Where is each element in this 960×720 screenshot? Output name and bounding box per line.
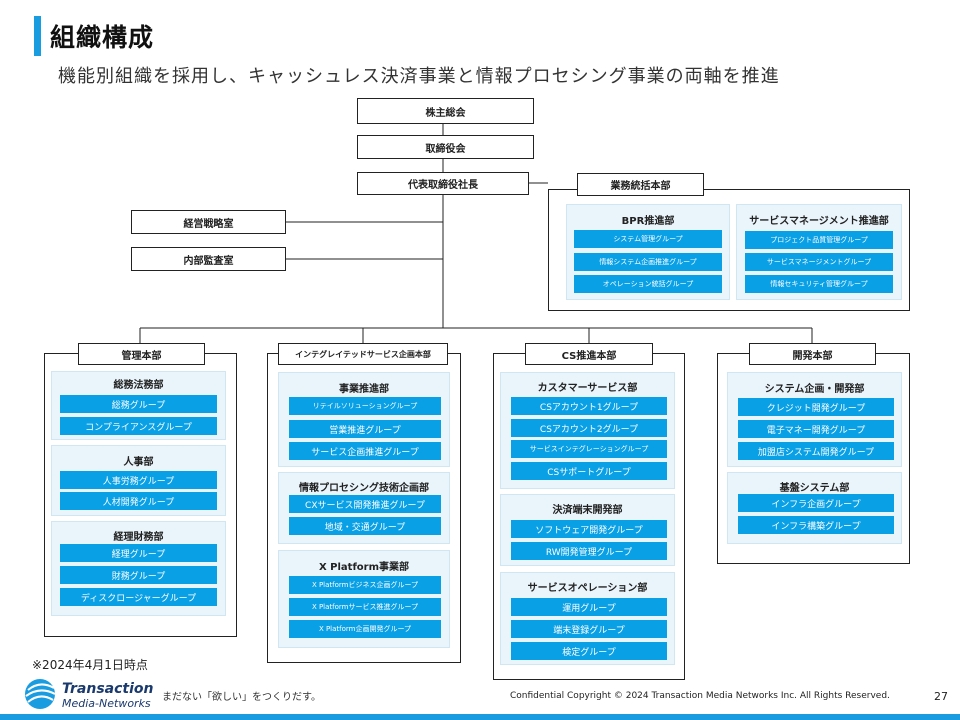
finance-title: 経理財務部 (113, 532, 164, 543)
payment-terminal-group: ソフトウェア開発グループ (511, 520, 667, 538)
bpr-group: 情報システム企画推進グループ (574, 253, 722, 271)
finance-group: 財務グループ (60, 566, 217, 584)
business-hq-label: 業務統括本部 (577, 173, 704, 196)
strategy-office-box: 経営戦略室 (131, 210, 286, 234)
payment-terminal-title: 決済端末開発部 (552, 505, 623, 516)
shareholders-box: 株主総会 (357, 98, 534, 124)
system-dev-group: クレジット開発グループ (738, 398, 894, 416)
customer-service-group: サービスインテグレーショングループ (511, 440, 667, 458)
dev-hq-label: 開発本部 (749, 343, 876, 365)
service-mgmt-group: プロジェクト品質管理グループ (745, 231, 893, 249)
hr-title: 人事部 (123, 457, 154, 468)
finance-section: 経理財務部 経理グループ 財務グループ ディスクロージャーグループ (51, 521, 226, 616)
service-operation-group: 検定グループ (511, 642, 667, 660)
bpr-group: オペレーション統括グループ (574, 275, 722, 293)
tagline: まだない「欲しい」をつくりだす。 (162, 692, 321, 703)
page-subtitle: 機能別組織を採用し、キャッシュレス決済事業と情報プロセシング事業の両軸を推進 (58, 66, 780, 87)
hr-group: 人事労務グループ (60, 471, 217, 489)
infrastructure-title: 基盤システム部 (779, 483, 850, 494)
info-processing-group: 地域・交通グループ (289, 517, 441, 535)
payment-terminal-group: RW開発管理グループ (511, 542, 667, 560)
system-dev-section: システム企画・開発部 クレジット開発グループ 電子マネー開発グループ 加盟店シス… (727, 372, 902, 467)
business-promotion-group: サービス企画推進グループ (289, 442, 441, 460)
x-platform-group: X Platform企画開発グループ (289, 620, 441, 638)
logo-text-line2: Media-Networks (62, 697, 151, 710)
hr-section: 人事部 人事労務グループ 人材開発グループ (51, 445, 226, 516)
page-title: 組織構成 (50, 23, 155, 52)
bpr-section: BPR推進部 システム管理グループ 情報システム企画推進グループ オペレーション… (566, 204, 730, 300)
general-legal-group: 総務グループ (60, 395, 217, 413)
info-processing-group: CXサービス開発推進グループ (289, 495, 441, 513)
copyright-footer: Confidential Copyright © 2024 Transactio… (510, 691, 890, 701)
integrated-hq-label: インテグレイテッドサービス企画本部 (278, 343, 448, 365)
x-platform-title: X Platform事業部 (318, 562, 410, 573)
customer-service-title: カスタマーサービス部 (537, 383, 638, 394)
business-promotion-title: 事業推進部 (339, 384, 389, 395)
business-promotion-group: 営業推進グループ (289, 420, 441, 438)
finance-group: ディスクロージャーグループ (60, 588, 217, 606)
system-dev-title: システム企画・開発部 (764, 384, 865, 395)
cs-hq-label: CS推進本部 (525, 343, 653, 365)
logo-text-line1: Transaction (62, 681, 154, 697)
customer-service-group: CSサポートグループ (511, 462, 667, 480)
page-number: 27 (934, 690, 948, 703)
infrastructure-section: 基盤システム部 インフラ企画グループ インフラ構築グループ (727, 472, 902, 544)
globe-logo-icon (25, 679, 56, 709)
service-mgmt-section: サービスマネージメント推進部 プロジェクト品質管理グループ サービスマネージメン… (736, 204, 902, 300)
info-processing-section: 情報プロセシング技術企画部 CXサービス開発推進グループ 地域・交通グループ (278, 472, 450, 544)
info-processing-title: 情報プロセシング技術企画部 (299, 483, 429, 494)
infrastructure-group: インフラ構築グループ (738, 516, 894, 534)
business-promotion-group: リテイルソリューショングループ (289, 397, 441, 415)
title-accent-bar (34, 16, 41, 56)
board-box: 取締役会 (357, 135, 534, 159)
service-operation-title: サービスオペレーション部 (527, 583, 648, 594)
service-operation-section: サービスオペレーション部 運用グループ 端末登録グループ 検定グループ (500, 572, 675, 665)
x-platform-group: X Platformビジネス企画グループ (289, 576, 441, 594)
bottom-accent-bar (0, 714, 960, 720)
system-dev-group: 加盟店システム開発グループ (738, 442, 894, 460)
date-note: ※2024年4月1日時点 (32, 658, 148, 672)
business-promotion-section: 事業推進部 リテイルソリューショングループ 営業推進グループ サービス企画推進グ… (278, 372, 450, 467)
service-operation-group: 運用グループ (511, 598, 667, 616)
service-mgmt-group: 情報セキュリティ管理グループ (745, 275, 893, 293)
admin-hq-label: 管理本部 (78, 343, 205, 365)
x-platform-group: X Platformサービス推進グループ (289, 598, 441, 616)
service-mgmt-section-title: サービスマネージメント推進部 (749, 216, 889, 227)
infrastructure-group: インフラ企画グループ (738, 494, 894, 512)
general-legal-title: 総務法務部 (113, 380, 164, 391)
bpr-section-title: BPR推進部 (621, 216, 675, 227)
customer-service-group: CSアカウント1グループ (511, 397, 667, 415)
service-mgmt-group: サービスマネージメントグループ (745, 253, 893, 271)
ceo-box: 代表取締役社長 (357, 172, 529, 195)
customer-service-section: カスタマーサービス部 CSアカウント1グループ CSアカウント2グループ サービ… (500, 372, 675, 489)
audit-office-box: 内部監査室 (131, 247, 286, 271)
customer-service-group: CSアカウント2グループ (511, 419, 667, 437)
general-legal-section: 総務法務部 総務グループ コンプライアンスグループ (51, 371, 226, 440)
finance-group: 経理グループ (60, 544, 217, 562)
service-operation-group: 端末登録グループ (511, 620, 667, 638)
x-platform-section: X Platform事業部 X Platformビジネス企画グループ X Pla… (278, 550, 450, 648)
payment-terminal-section: 決済端末開発部 ソフトウェア開発グループ RW開発管理グループ (500, 494, 675, 566)
general-legal-group: コンプライアンスグループ (60, 417, 217, 435)
bpr-group: システム管理グループ (574, 230, 722, 248)
system-dev-group: 電子マネー開発グループ (738, 420, 894, 438)
hr-group: 人材開発グループ (60, 492, 217, 510)
